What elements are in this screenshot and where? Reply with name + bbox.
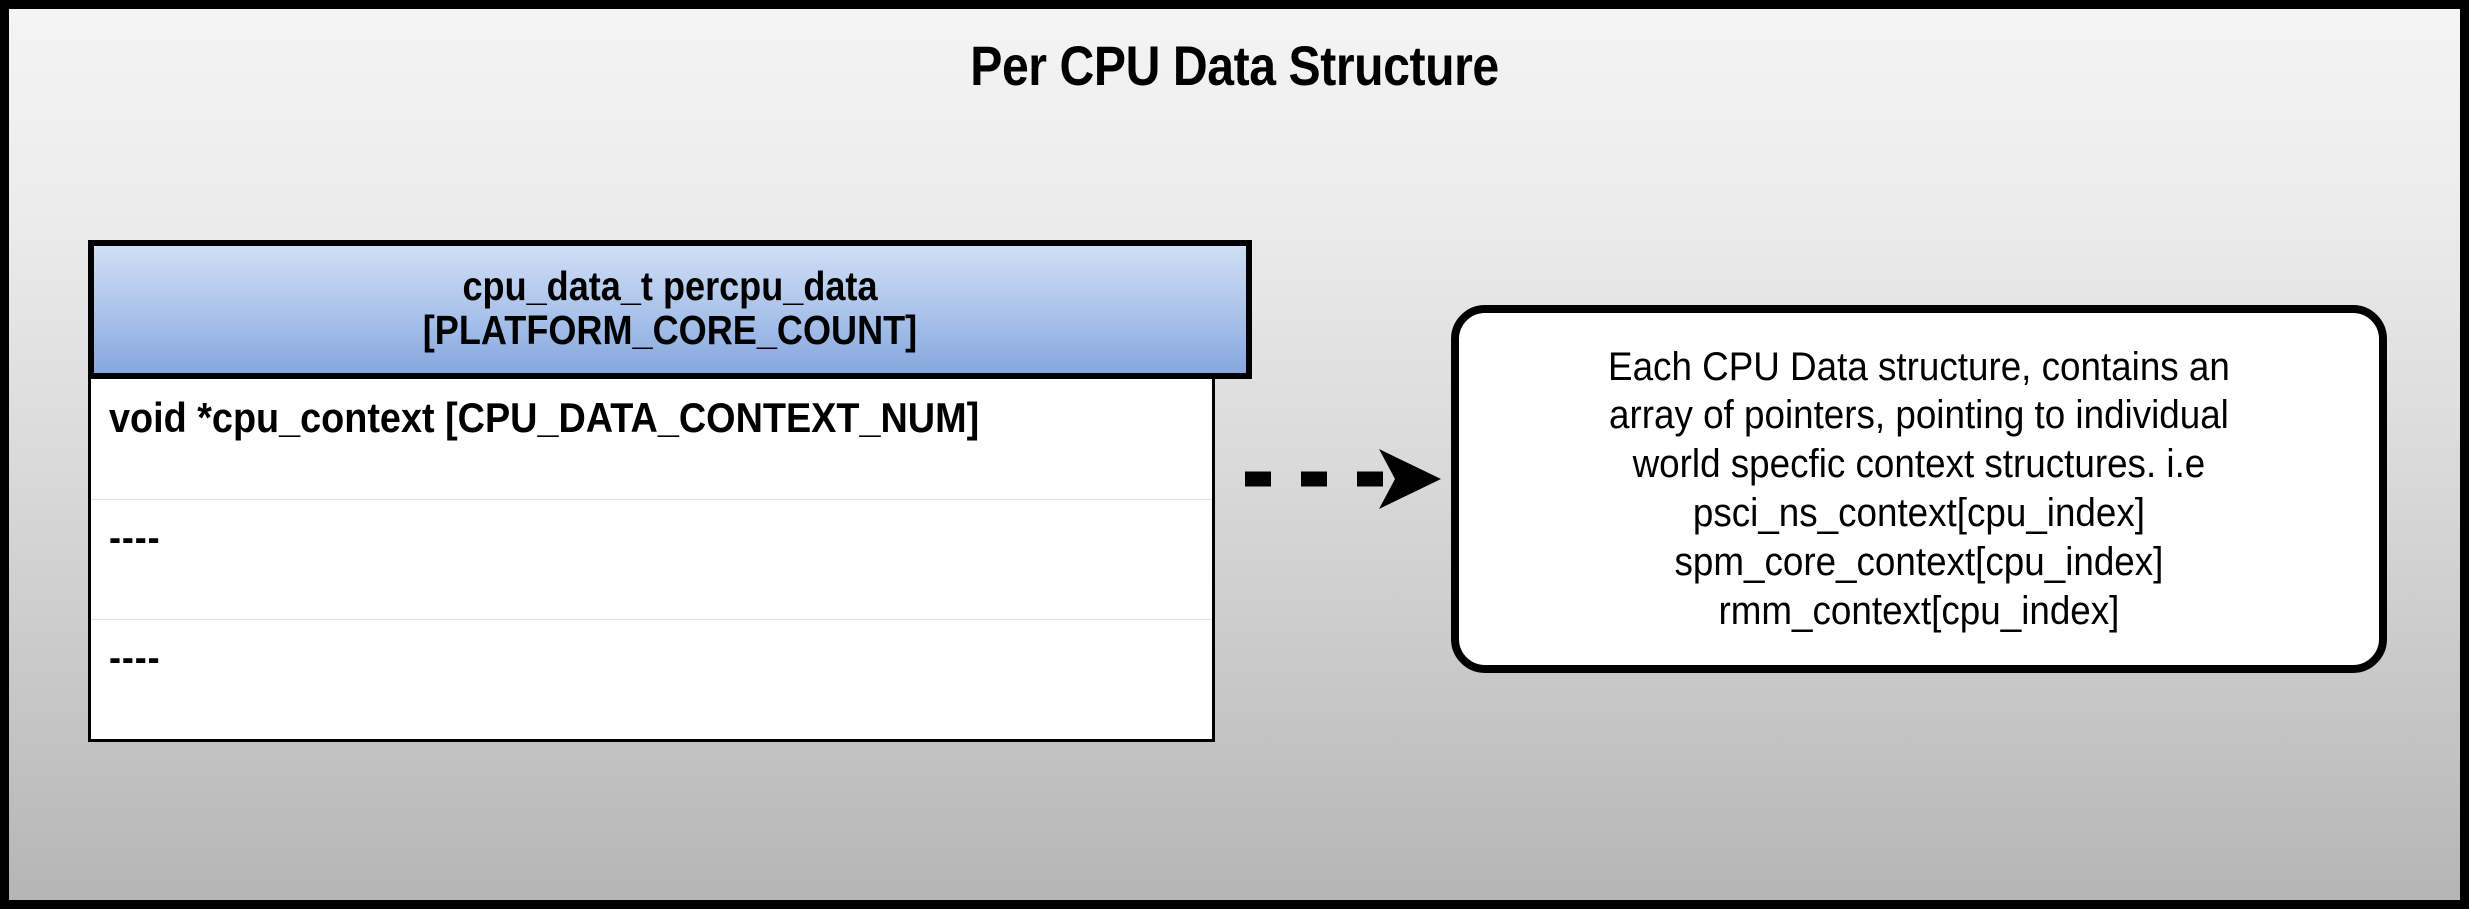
dashed-arrow-connector — [1245, 441, 1445, 517]
arrow-icon — [1245, 449, 1441, 509]
table-row: ---- — [91, 498, 1212, 619]
arrow-head — [1379, 449, 1441, 509]
struct-field-cpu-context: void *cpu_context [CPU_DATA_CONTEXT_NUM] — [109, 393, 980, 441]
struct-header-line-2: [PLATFORM_CORE_COUNT] — [422, 307, 918, 354]
struct-field-placeholder-2: ---- — [109, 635, 161, 680]
struct-field-placeholder-1: ---- — [109, 515, 161, 560]
callout-note: Each CPU Data structure, contains an arr… — [1451, 305, 2387, 673]
table-row: ---- — [91, 618, 1212, 739]
callout-note-text: Each CPU Data structure, contains an arr… — [1608, 344, 2230, 633]
struct-header-line-1: cpu_data_t percpu_data — [462, 263, 878, 309]
table-row: void *cpu_context [CPU_DATA_CONTEXT_NUM] — [91, 379, 1212, 499]
struct-table: cpu_data_t percpu_data [PLATFORM_CORE_CO… — [88, 240, 1252, 742]
page-title: Per CPU Data Structure — [970, 34, 1499, 97]
struct-table-body: void *cpu_context [CPU_DATA_CONTEXT_NUM]… — [88, 378, 1215, 742]
struct-table-header: cpu_data_t percpu_data [PLATFORM_CORE_CO… — [88, 240, 1252, 379]
